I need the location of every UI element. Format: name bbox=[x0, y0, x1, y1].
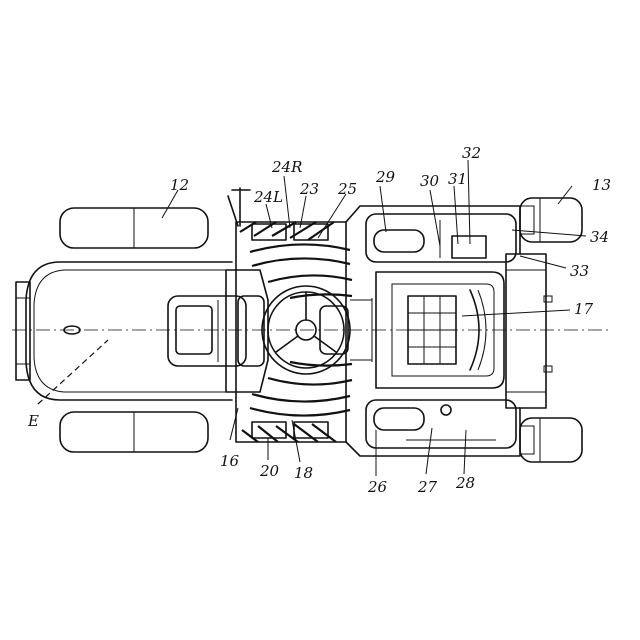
label-34: 34 bbox=[590, 228, 609, 246]
label-23: 23 bbox=[299, 180, 319, 198]
seat bbox=[376, 272, 504, 388]
label-31: 31 bbox=[448, 170, 467, 188]
reference-labels: 12 13 16 17 18 20 23 24L 24R 25 26 27 28… bbox=[27, 144, 611, 496]
label-30: 30 bbox=[420, 172, 440, 190]
label-13: 13 bbox=[592, 176, 611, 194]
label-17: 17 bbox=[574, 300, 594, 318]
label-27: 27 bbox=[417, 478, 438, 496]
label-20: 20 bbox=[259, 462, 280, 480]
label-24R: 24R bbox=[271, 158, 302, 176]
label-25: 25 bbox=[337, 180, 357, 198]
front-right-tire bbox=[60, 412, 208, 452]
label-26: 26 bbox=[367, 478, 388, 496]
label-18: 18 bbox=[294, 464, 313, 482]
left-fender-console bbox=[366, 214, 516, 262]
rear-right-tire bbox=[520, 418, 582, 462]
label-29: 29 bbox=[375, 168, 396, 186]
right-fender-console bbox=[366, 400, 516, 448]
label-28: 28 bbox=[455, 474, 475, 492]
leader-line-e bbox=[38, 340, 108, 404]
rear-body bbox=[346, 206, 552, 456]
front-left-tire bbox=[60, 208, 208, 248]
mirror-stalk bbox=[228, 188, 250, 226]
label-32: 32 bbox=[462, 144, 481, 162]
label-33: 33 bbox=[570, 262, 589, 280]
label-E: E bbox=[27, 412, 39, 430]
label-12: 12 bbox=[170, 176, 189, 194]
label-24L: 24L bbox=[253, 188, 283, 206]
label-16: 16 bbox=[220, 452, 240, 470]
engine-hood bbox=[16, 262, 246, 400]
